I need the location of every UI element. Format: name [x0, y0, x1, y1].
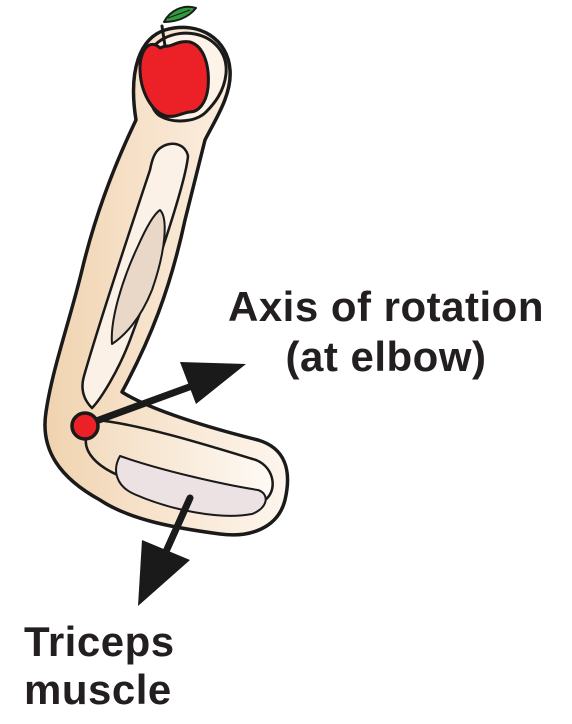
- axis-arrow: [84, 362, 246, 428]
- arm-outline: [43, 25, 290, 537]
- triceps-muscle-label: Triceps muscle: [24, 618, 175, 714]
- triceps-arrow: [138, 494, 194, 606]
- triceps-label-line1: Triceps: [24, 618, 175, 665]
- triceps-muscle: [115, 455, 267, 517]
- axis-of-rotation-label: Axis of rotation (at elbow): [208, 282, 564, 382]
- axis-label-line2: (at elbow): [285, 333, 487, 380]
- triceps-label-line2: muscle: [24, 666, 172, 713]
- pivot-dot-icon: [70, 411, 100, 441]
- axis-label-line1: Axis of rotation: [227, 283, 544, 330]
- biceps-muscle: [110, 209, 166, 345]
- apple-icon: [138, 5, 210, 118]
